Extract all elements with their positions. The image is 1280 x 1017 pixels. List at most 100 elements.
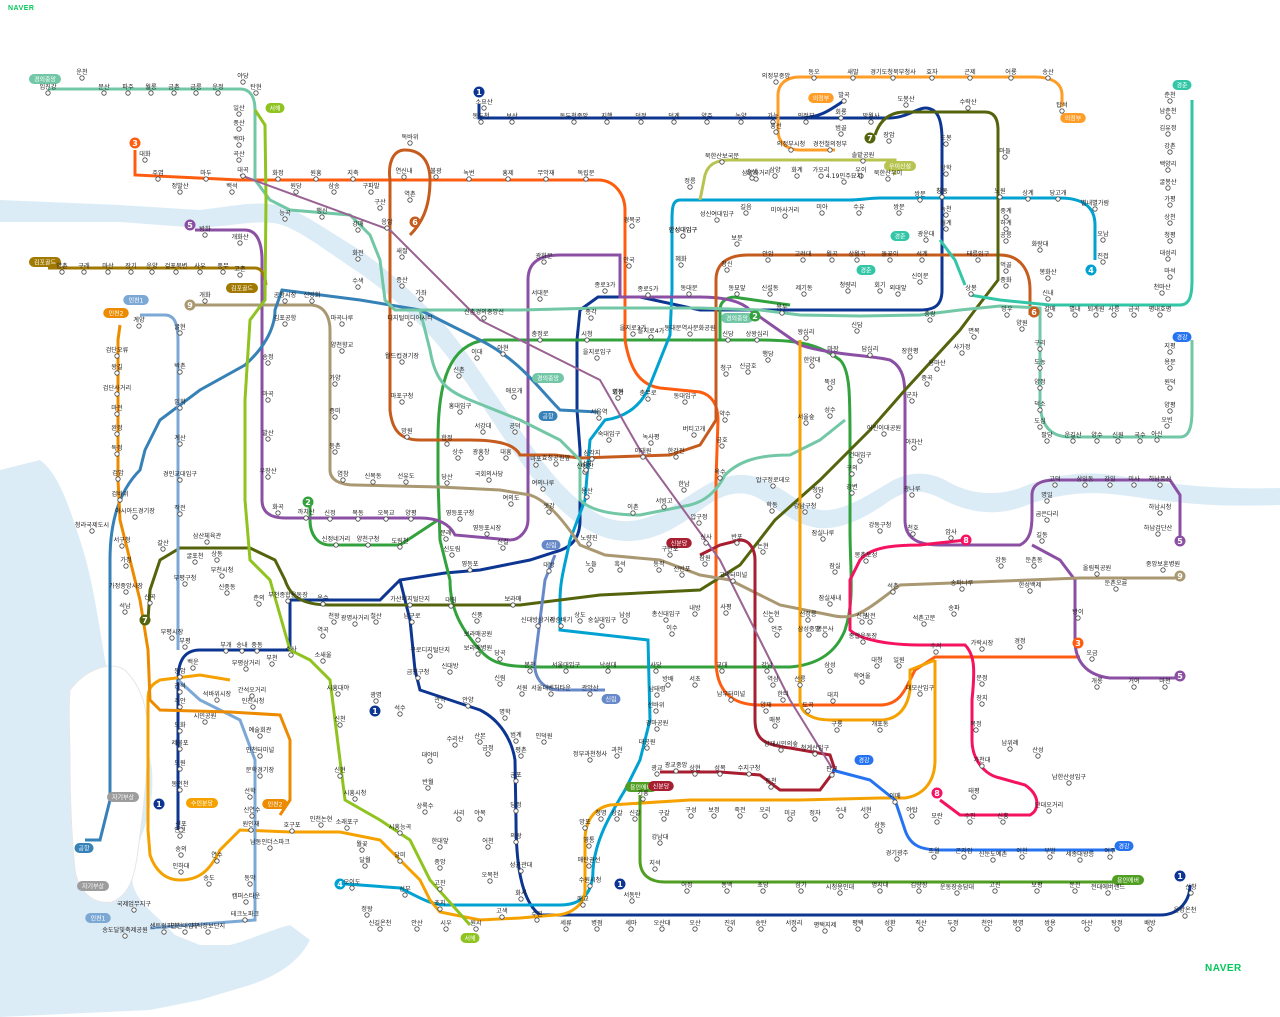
station[interactable]: 미아 — [816, 203, 828, 216]
station[interactable]: 진위 — [724, 919, 736, 932]
station[interactable]: 광교 — [651, 765, 663, 777]
station[interactable]: 검단오류 — [106, 346, 129, 359]
station[interactable]: 명지대 — [871, 881, 889, 894]
station[interactable]: 곡산 — [233, 150, 245, 163]
station[interactable]: 신연수 — [243, 806, 261, 819]
station[interactable]: 노량진 — [580, 534, 598, 547]
station[interactable]: 동대문역사문화공원 — [664, 324, 716, 337]
station[interactable]: 당곡 — [494, 649, 506, 662]
station[interactable]: 방이 — [1072, 608, 1084, 621]
station[interactable]: 신길온천 — [369, 919, 392, 932]
line-tag[interactable]: 경의중앙 — [721, 313, 753, 323]
station[interactable]: 일산 — [233, 104, 245, 117]
station[interactable]: 홍대입구 — [449, 402, 472, 415]
station[interactable]: 고속터미널 — [719, 571, 748, 584]
station[interactable]: 간석오거리 — [238, 686, 266, 699]
station[interactable]: 남구로 — [403, 612, 421, 625]
station[interactable]: 개화 — [199, 291, 211, 304]
line-5[interactable] — [195, 228, 1182, 547]
line-tag[interactable]: 우이신설 — [884, 161, 916, 171]
station[interactable]: 중동 — [251, 642, 263, 654]
station[interactable]: 면목 — [968, 327, 980, 340]
station[interactable]: 상봉 — [965, 284, 977, 297]
station[interactable]: 검바위 — [111, 490, 129, 503]
gyeongchun[interactable] — [969, 100, 1194, 307]
station[interactable]: 경마공원 — [646, 719, 669, 732]
station[interactable]: 상도 — [574, 611, 586, 624]
station[interactable]: 범골 — [835, 124, 847, 137]
station[interactable]: 죽전 — [734, 806, 746, 819]
station[interactable]: 상갈 — [611, 809, 623, 822]
station[interactable]: 도원 — [174, 759, 186, 772]
station[interactable]: 금호 — [716, 437, 728, 449]
station[interactable]: 오금 — [1086, 650, 1098, 662]
station[interactable]: 신반포 — [673, 565, 691, 578]
station[interactable]: 오목천 — [481, 871, 499, 884]
station[interactable]: 송내 — [236, 641, 248, 654]
station[interactable]: 이천 — [1016, 847, 1028, 860]
station[interactable]: 사가정 — [953, 343, 971, 356]
station[interactable]: 여주 — [1104, 847, 1116, 860]
station[interactable]: 독립문 — [577, 169, 595, 182]
station[interactable]: 올림픽공원 — [1083, 564, 1112, 577]
station[interactable]: 임진강 — [39, 83, 57, 96]
station[interactable]: 단대오거리 — [1035, 801, 1063, 814]
station[interactable]: 서대문 — [531, 289, 549, 302]
line-tag[interactable]: 경강 — [1172, 332, 1192, 342]
line-number-badge[interactable]: 3 — [129, 137, 141, 149]
station[interactable]: 마두 — [200, 169, 212, 182]
station[interactable]: 산곡 — [144, 593, 156, 606]
station[interactable]: 검암 — [112, 469, 124, 482]
station[interactable]: 청라국제도시 — [75, 521, 109, 534]
station[interactable]: 평택 — [852, 919, 864, 932]
station[interactable]: 강촌 — [1164, 142, 1176, 155]
station[interactable]: 광화문 — [535, 253, 553, 265]
station[interactable]: 장지 — [976, 694, 988, 707]
station[interactable]: 역곡 — [317, 626, 329, 639]
station[interactable]: 을지로입구 — [583, 348, 612, 361]
station[interactable]: 오리 — [759, 806, 771, 819]
station[interactable]: 인천논현 — [310, 815, 333, 828]
station[interactable]: 영통 — [583, 836, 595, 849]
station[interactable]: 선부 — [399, 885, 411, 898]
suin-bundang-south[interactable] — [146, 660, 937, 922]
station[interactable]: 의왕 — [510, 832, 522, 845]
station[interactable]: 수서 — [930, 642, 942, 655]
station[interactable]: 안양 — [462, 696, 474, 709]
station[interactable]: 시흥대야 — [327, 684, 350, 697]
station[interactable]: 녹사평 — [642, 433, 660, 446]
station[interactable]: 사리 — [453, 809, 465, 822]
station[interactable]: 대곡 — [237, 166, 249, 179]
station[interactable]: 장승배기 — [550, 616, 573, 629]
station[interactable]: 삼산체육관 — [193, 532, 222, 545]
line-2-branch-west[interactable] — [308, 505, 439, 547]
station[interactable]: 경기도청북부청사 — [870, 68, 916, 81]
station[interactable]: 중곡 — [921, 375, 933, 387]
station[interactable]: 곤제 — [964, 68, 976, 81]
station[interactable]: 시흥시청 — [344, 789, 367, 802]
line-number-badge[interactable]: 8 — [931, 787, 943, 799]
gyeonggang-line[interactable] — [831, 768, 1115, 852]
station[interactable]: 방배 — [662, 675, 674, 688]
station[interactable]: 서초 — [689, 675, 701, 688]
sinbundang[interactable] — [660, 538, 837, 792]
station[interactable]: 소새울 — [314, 651, 332, 664]
station[interactable]: 당고개 — [1049, 189, 1067, 202]
station[interactable]: 상동 — [211, 550, 223, 563]
station[interactable]: 덕소 — [1034, 401, 1046, 413]
station[interactable]: 선바위 — [647, 701, 665, 714]
gyeongchun-north[interactable] — [938, 239, 967, 286]
station[interactable]: 구리 — [1034, 339, 1046, 352]
station[interactable]: 풍산 — [233, 119, 245, 132]
station[interactable]: 창동 — [936, 187, 948, 200]
station[interactable]: 안산 — [411, 919, 423, 932]
station[interactable]: 광명 — [370, 691, 382, 704]
station[interactable]: 청구 — [720, 364, 732, 377]
station[interactable]: 고잔 — [434, 879, 446, 892]
station[interactable]: 신포 — [175, 820, 187, 833]
station[interactable]: 신대방삼거리 — [521, 616, 555, 629]
station[interactable]: 가좌 — [415, 289, 427, 302]
station[interactable]: 무악재 — [537, 169, 555, 182]
station[interactable]: 송산 — [1042, 68, 1054, 81]
station[interactable]: 방학 — [940, 164, 952, 177]
